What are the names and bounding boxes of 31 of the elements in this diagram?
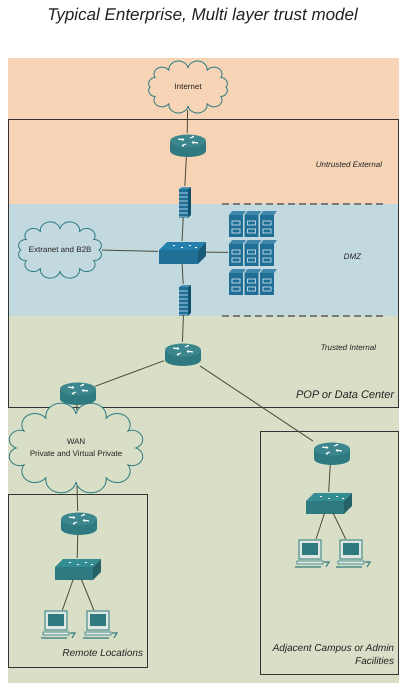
connector-line — [80, 578, 94, 610]
site-box — [8, 494, 148, 668]
connector-line — [204, 252, 228, 253]
cloud-sublabel: Private and Virtual Private — [30, 448, 122, 460]
connector-line — [76, 486, 78, 512]
cloud-label: Internet — [174, 81, 202, 93]
connector-line — [200, 365, 314, 442]
cloud-label: Extranet and B2B — [28, 244, 92, 256]
connector-line — [186, 110, 188, 134]
site-label: Remote Locations — [62, 647, 143, 660]
zone-label: Trusted Internal — [320, 342, 376, 353]
zone-label: DMZ — [344, 251, 361, 262]
connector-line — [102, 250, 158, 252]
cloud-label: WAN — [66, 436, 86, 448]
connector-line — [332, 512, 346, 540]
connector-line — [94, 360, 164, 387]
site-box — [8, 119, 399, 408]
connector-line — [316, 512, 326, 540]
connector-line — [182, 216, 184, 242]
connector-line — [62, 578, 74, 610]
site-box — [260, 431, 399, 675]
connector-line — [76, 404, 78, 410]
site-label: Adjacent Campus or Admin Facilities — [271, 642, 394, 668]
connector-line — [182, 262, 184, 284]
connector-line — [328, 464, 331, 492]
diagram-title: Typical Enterprise, Multi layer trust model — [46, 4, 360, 26]
connector-line — [76, 534, 78, 558]
connector-line — [182, 314, 184, 342]
connector-line — [184, 156, 187, 186]
site-label: POP or Data Center — [296, 388, 394, 402]
zone-label: Untrusted External — [316, 159, 382, 170]
